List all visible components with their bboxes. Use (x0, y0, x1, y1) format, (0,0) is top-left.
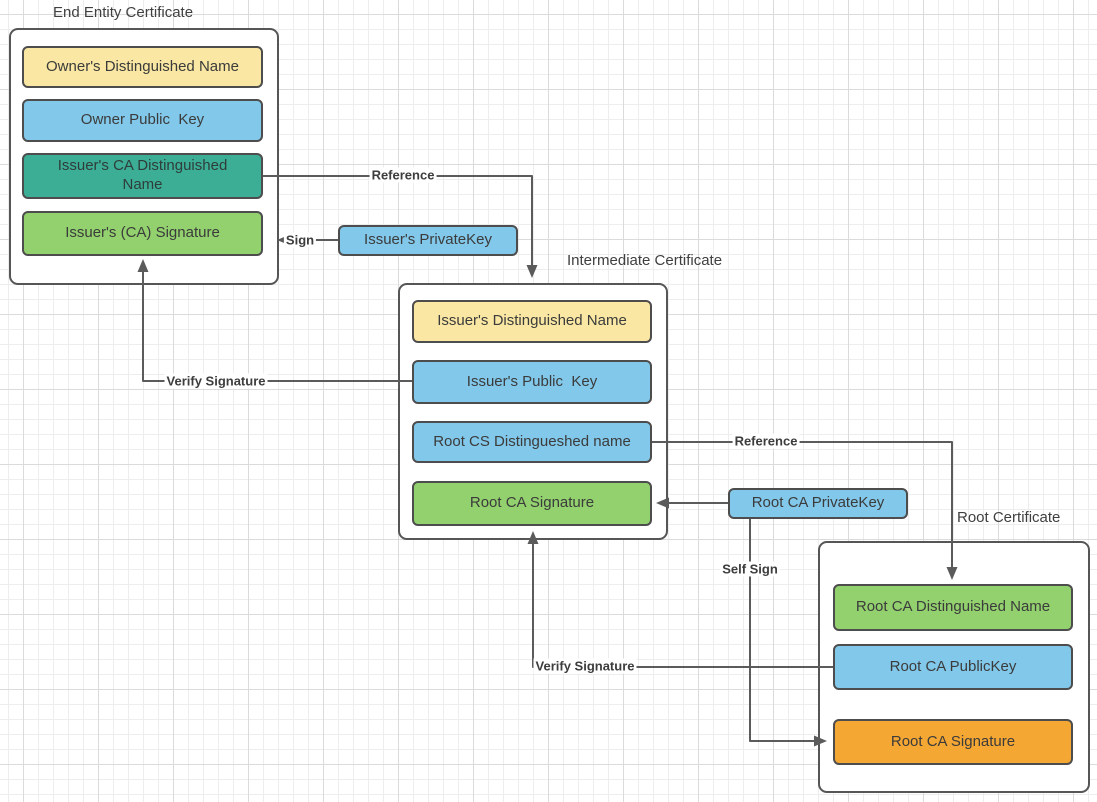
field-owner-public-key: Owner Public Key (22, 99, 263, 142)
field-issuers-public-key: Issuer's Public Key (412, 360, 652, 404)
end-entity-certificate-title: End Entity Certificate (53, 4, 194, 21)
field-issuers-ca-distinguished-name: Issuer's CA Distinguished Name (22, 153, 263, 199)
field-root-ca-distinguished-name: Root CA Distinguished Name (833, 584, 1073, 631)
field-owners-distinguished-name: Owner's Distinguished Name (22, 46, 263, 88)
root-certificate-title: Root Certificate (957, 509, 1061, 526)
intermediate-certificate-title: Intermediate Certificate (567, 252, 723, 269)
node-issuers-privatekey: Issuer's PrivateKey (338, 225, 518, 256)
field-root-ca-signature-intermediate: Root CA Signature (412, 481, 652, 526)
edge-label-self-sign: Self Sign (720, 561, 780, 577)
edge-label-sign: Sign (283, 232, 317, 248)
edge-label-verify-signature-left: Verify Signature (164, 373, 268, 389)
edge-verify-signature-left (137, 259, 412, 382)
field-root-ca-publickey: Root CA PublicKey (833, 644, 1073, 690)
edge-self-sign (749, 519, 827, 747)
field-root-cs-distingueshed-name: Root CS Distingueshed name (412, 421, 652, 463)
field-issuers-ca-signature: Issuer's (CA) Signature (22, 211, 263, 256)
edge-label-reference-top: Reference (369, 167, 437, 183)
field-root-ca-signature-root: Root CA Signature (833, 719, 1073, 765)
edge-verify-signature-bottom (527, 531, 833, 668)
edge-label-verify-signature-bottom: Verify Signature (533, 658, 637, 674)
field-issuers-distinguished-name: Issuer's Distinguished Name (412, 300, 652, 343)
edge-label-reference-right: Reference (732, 433, 800, 449)
node-root-ca-privatekey: Root CA PrivateKey (728, 488, 908, 519)
